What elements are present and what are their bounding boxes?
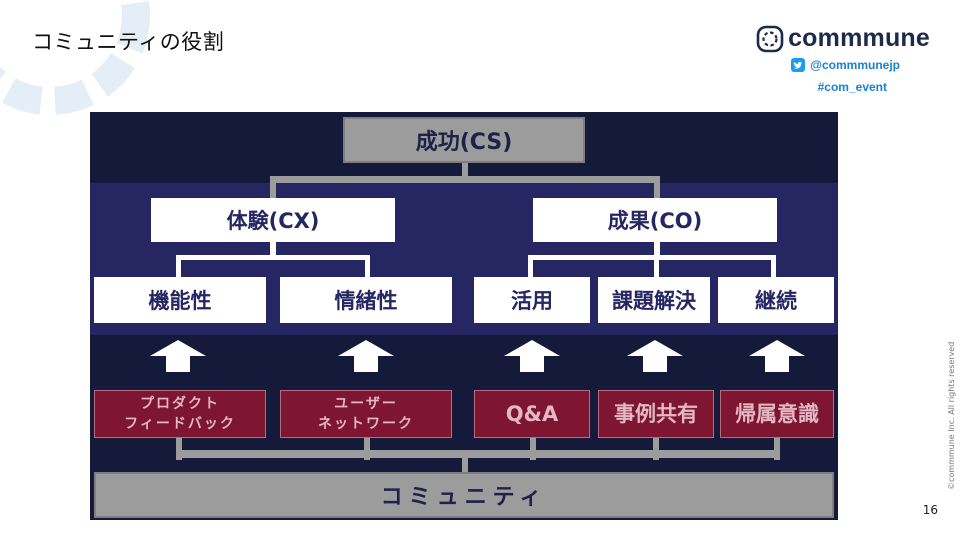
up-arrow-icon: [338, 340, 394, 372]
community-role-diagram: 成功(CS) 体験(CX) 成果(CO) 機能性 情緒性 活用 課題解決 継続 …: [90, 112, 838, 520]
up-arrow-icon: [627, 340, 683, 372]
up-arrow-icon: [150, 340, 206, 372]
community-feature-qa: Q&A: [474, 390, 590, 438]
twitter-handle[interactable]: @commmunejp: [810, 58, 900, 72]
commmune-ring-logo-icon: [756, 25, 784, 52]
community-feature-belonging: 帰属意識: [720, 390, 834, 438]
value-utilization-box: 活用: [474, 277, 590, 323]
community-feature-product-feedback: プロダクト フィードバック: [94, 390, 266, 438]
community-feature-user-network: ユーザー ネットワーク: [280, 390, 452, 438]
brand-logo: commmune: [756, 24, 930, 53]
copyright-notice: ©commmune Inc. All rights reserved: [947, 341, 956, 490]
value-retention-box: 継続: [718, 277, 834, 323]
up-arrow-icon: [749, 340, 805, 372]
brand-block: commmune @commmunejp #com_event: [756, 24, 930, 104]
slide-title: コミュニティの役割: [32, 30, 225, 54]
brand-social: @commmunejp: [791, 58, 900, 72]
up-arrow-icon: [504, 340, 560, 372]
pillar-cx-box: 体験(CX): [151, 198, 395, 242]
hashtag[interactable]: #com_event: [817, 80, 887, 94]
decorative-arc: [0, 0, 150, 115]
pillar-co-box: 成果(CO): [533, 198, 777, 242]
community-base-box: コミュニティ: [94, 472, 834, 518]
value-problem-solving-box: 課題解決: [598, 277, 710, 323]
connector-lines: [176, 163, 780, 472]
value-emotional-box: 情緒性: [280, 277, 452, 323]
twitter-icon: [791, 58, 806, 72]
success-cs-box: 成功(CS): [343, 117, 585, 163]
value-functional-box: 機能性: [94, 277, 266, 323]
page-number: 16: [922, 503, 938, 517]
brand-name: commmune: [788, 24, 930, 52]
community-feature-case-sharing: 事例共有: [598, 390, 714, 438]
